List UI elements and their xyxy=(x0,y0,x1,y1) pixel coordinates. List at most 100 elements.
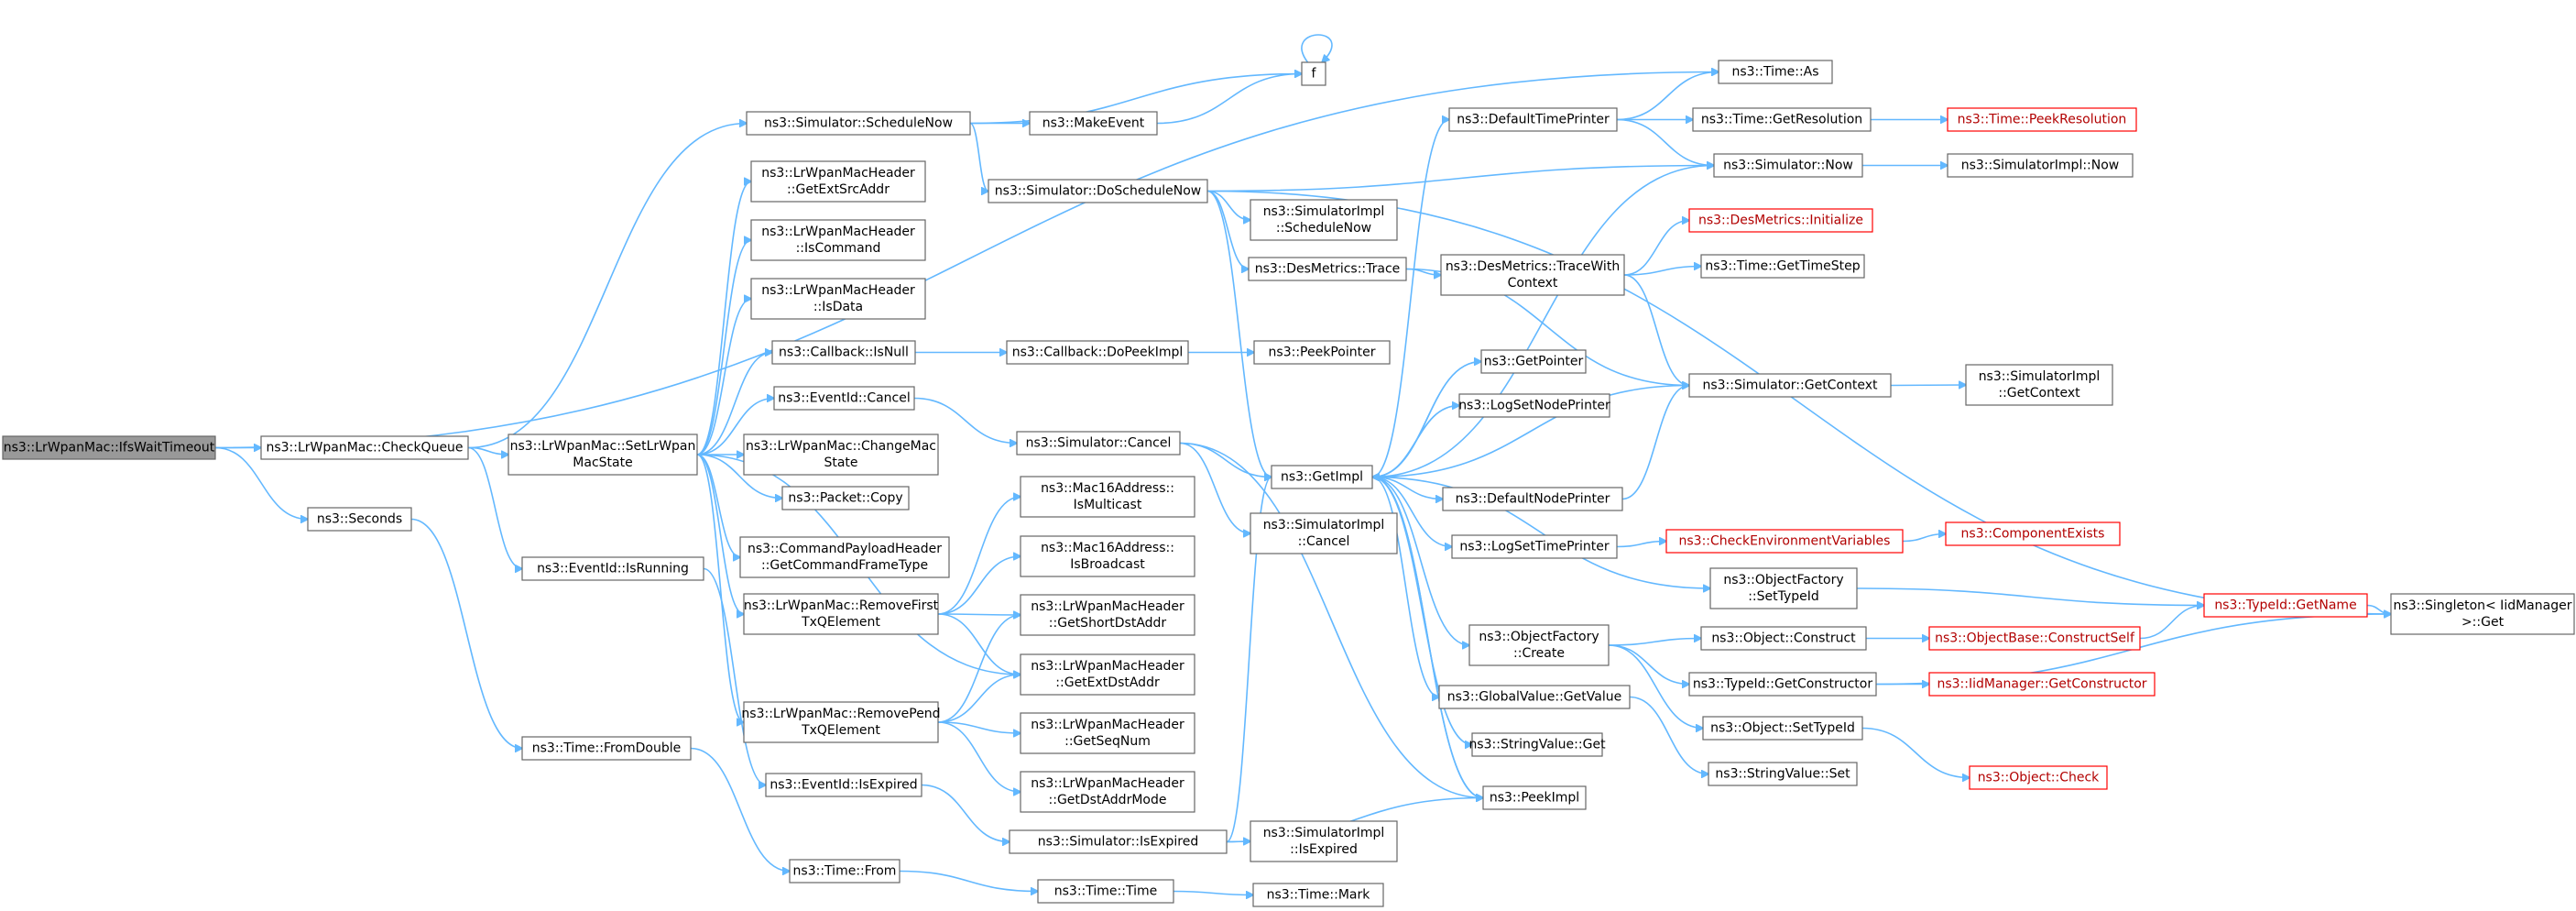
node-object-settypeid[interactable]: ns3::Object::SetTypeId xyxy=(1702,716,1863,741)
node-peekimpl[interactable]: ns3::PeekImpl xyxy=(1482,785,1587,810)
node-eventid-cancel[interactable]: ns3::EventId::Cancel xyxy=(773,386,915,411)
node-time-mark[interactable]: ns3::Time::Mark xyxy=(1252,883,1384,907)
node-label: ns3::GlobalValue::GetValue xyxy=(1447,690,1621,705)
call-edge xyxy=(1856,587,2204,606)
node-desmetrics-initialize[interactable]: ns3::DesMetrics::Initialize xyxy=(1688,208,1873,233)
node-simimpl-now[interactable]: ns3::SimulatorImpl::Now xyxy=(1947,153,2134,178)
node-globalvalue-getvalue[interactable]: ns3::GlobalValue::GetValue xyxy=(1438,685,1631,709)
call-edge xyxy=(1372,164,1715,477)
node-simulator-cancel[interactable]: ns3::Simulator::Cancel xyxy=(1016,431,1181,456)
node-box xyxy=(1016,431,1181,456)
node-callback-dopeekimpl[interactable]: ns3::Callback::DoPeekImpl xyxy=(1006,340,1189,365)
node-callback-isnull[interactable]: ns3::Callback::IsNull xyxy=(771,340,916,365)
node-time-time[interactable]: ns3::Time::Time xyxy=(1037,879,1174,904)
node-getseqnum[interactable]: ns3::LrWpanMacHeader::GetSeqNum xyxy=(1020,712,1195,754)
call-edge xyxy=(1371,476,1452,547)
call-edge xyxy=(696,399,774,456)
node-isdata[interactable]: ns3::LrWpanMacHeader::IsData xyxy=(750,278,926,320)
node-makeevent[interactable]: ns3::MakeEvent xyxy=(1029,111,1158,136)
node-getshortdstaddr[interactable]: ns3::LrWpanMacHeader::GetShortDstAddr xyxy=(1020,594,1195,636)
node-logsettimeprinter[interactable]: ns3::LogSetTimePrinter xyxy=(1451,534,1618,559)
node-root[interactable]: ns3::LrWpanMac::IfsWaitTimeout xyxy=(2,435,216,460)
node-box xyxy=(1448,107,1618,132)
node-time-peekresolution[interactable]: ns3::Time::PeekResolution xyxy=(1947,107,2137,132)
node-getextdstaddr[interactable]: ns3::LrWpanMacHeader::GetExtDstAddr xyxy=(1020,653,1195,696)
node-label: ns3::LrWpanMacHeader xyxy=(1031,776,1184,791)
node-simulator-isexpired[interactable]: ns3::Simulator::IsExpired xyxy=(1009,829,1228,854)
node-desmetrics-trace[interactable]: ns3::DesMetrics::Trace xyxy=(1248,257,1407,281)
node-box xyxy=(1713,153,1863,178)
node-label: ns3::Time::GetTimeStep xyxy=(1705,259,1860,274)
node-simimpl-getcontext[interactable]: ns3::SimulatorImpl::GetContext xyxy=(1965,364,2113,406)
node-getextsrcaddr[interactable]: ns3::LrWpanMacHeader::GetExtSrcAddr xyxy=(750,160,926,203)
node-typeid-getname[interactable]: ns3::TypeId::GetName xyxy=(2203,593,2368,618)
node-label: ns3::EventId::IsRunning xyxy=(537,562,689,576)
node-mac16-ismulticast[interactable]: ns3::Mac16Address::IsMulticast xyxy=(1020,476,1195,518)
node-getimpl[interactable]: ns3::GetImpl xyxy=(1271,465,1373,489)
node-simimpl-isexpired[interactable]: ns3::SimulatorImpl::IsExpired xyxy=(1250,820,1398,862)
node-box xyxy=(1250,512,1398,554)
call-edge xyxy=(690,747,790,872)
node-objectfactory-create[interactable]: ns3::ObjectFactory::Create xyxy=(1468,624,1610,666)
node-label: ns3::StringValue::Set xyxy=(1715,767,1850,782)
node-time-from[interactable]: ns3::Time::From xyxy=(789,859,901,884)
node-mac16-isbroadcast[interactable]: ns3::Mac16Address::IsBroadcast xyxy=(1020,535,1195,577)
call-edge xyxy=(937,614,1021,615)
node-getdstaddrmode[interactable]: ns3::LrWpanMacHeader::GetDstAddrMode xyxy=(1020,771,1195,813)
node-box xyxy=(1709,567,1858,609)
node-checkenvvars[interactable]: ns3::CheckEnvironmentVariables xyxy=(1665,529,1904,554)
node-simulator-now[interactable]: ns3::Simulator::Now xyxy=(1713,153,1863,178)
node-packet-copy[interactable]: ns3::Packet::Copy xyxy=(781,486,910,510)
node-singleton-get[interactable]: ns3::Singleton< IidManager>::Get xyxy=(2390,593,2575,635)
node-componentexists[interactable]: ns3::ComponentExists xyxy=(1945,521,2121,546)
node-cmdpayload[interactable]: ns3::CommandPayloadHeader::GetCommandFra… xyxy=(739,536,950,578)
node-label: IsMulticast xyxy=(1074,498,1142,512)
node-time-gettimestep[interactable]: ns3::Time::GetTimeStep xyxy=(1700,254,1865,279)
node-eventid-isexpired[interactable]: ns3::EventId::IsExpired xyxy=(765,773,922,797)
node-doScheduleNow[interactable]: ns3::Simulator::DoScheduleNow xyxy=(988,179,1208,203)
node-label: ns3::LrWpanMac::RemoveFirst xyxy=(744,598,939,613)
node-iscommand[interactable]: ns3::LrWpanMacHeader::IsCommand xyxy=(750,219,926,261)
call-edge xyxy=(467,446,508,456)
node-label: ns3::LrWpanMac::ChangeMac xyxy=(746,439,936,454)
node-stringvalue-set[interactable]: ns3::StringValue::Set xyxy=(1708,762,1858,786)
call-edge xyxy=(937,613,1021,675)
node-stringvalue-get[interactable]: ns3::StringValue::Get xyxy=(1468,732,1606,757)
node-typeid-getconstructor[interactable]: ns3::TypeId::GetConstructor xyxy=(1688,672,1877,697)
node-checkqueue[interactable]: ns3::LrWpanMac::CheckQueue xyxy=(260,435,469,460)
node-objectbase-constructself[interactable]: ns3::ObjectBase::ConstructSelf xyxy=(1928,626,2141,651)
node-box xyxy=(988,179,1208,203)
node-defaultnodeprinter[interactable]: ns3::DefaultNodePrinter xyxy=(1442,487,1623,511)
node-iidmanager-getconstructor[interactable]: ns3::IidManager::GetConstructor xyxy=(1928,672,2156,697)
node-eventid-isrunning[interactable]: ns3::EventId::IsRunning xyxy=(521,556,704,581)
node-time-as[interactable]: ns3::Time::As xyxy=(1718,60,1833,84)
node-object-construct[interactable]: ns3::Object::Construct xyxy=(1700,626,1867,651)
node-time-getresolution[interactable]: ns3::Time::GetResolution xyxy=(1692,107,1872,132)
call-edge xyxy=(1173,890,1253,895)
node-getpointer[interactable]: ns3::GetPointer xyxy=(1480,349,1587,374)
node-simimpl-schedulenow[interactable]: ns3::SimulatorImpl::ScheduleNow xyxy=(1250,199,1398,241)
node-logsetnodeprinter[interactable]: ns3::LogSetNodePrinter xyxy=(1458,393,1610,418)
call-edge xyxy=(1616,118,1714,166)
node-time-fromdouble[interactable]: ns3::Time::FromDouble xyxy=(521,736,692,761)
node-simulator-getcontext[interactable]: ns3::Simulator::GetContext xyxy=(1688,373,1892,398)
node-object-check[interactable]: ns3::Object::Check xyxy=(1969,765,2108,790)
node-label: ns3::SimulatorImpl xyxy=(1263,826,1385,840)
node-defaulttimeprinter[interactable]: ns3::DefaultTimePrinter xyxy=(1448,107,1618,132)
node-objectfactory-settypeid[interactable]: ns3::ObjectFactory::SetTypeId xyxy=(1709,567,1858,609)
node-label: State xyxy=(824,456,857,470)
node-seconds[interactable]: ns3::Seconds xyxy=(307,507,412,532)
call-edge xyxy=(1623,274,1689,386)
node-f[interactable]: f xyxy=(1301,61,1326,86)
node-box xyxy=(260,435,469,460)
node-scheduleNow[interactable]: ns3::Simulator::ScheduleNow xyxy=(746,111,971,136)
node-peekpointer[interactable]: ns3::PeekPointer xyxy=(1253,340,1391,365)
node-label: ns3::Time::From xyxy=(793,864,897,879)
node-simimpl-cancel[interactable]: ns3::SimulatorImpl::Cancel xyxy=(1250,512,1398,554)
